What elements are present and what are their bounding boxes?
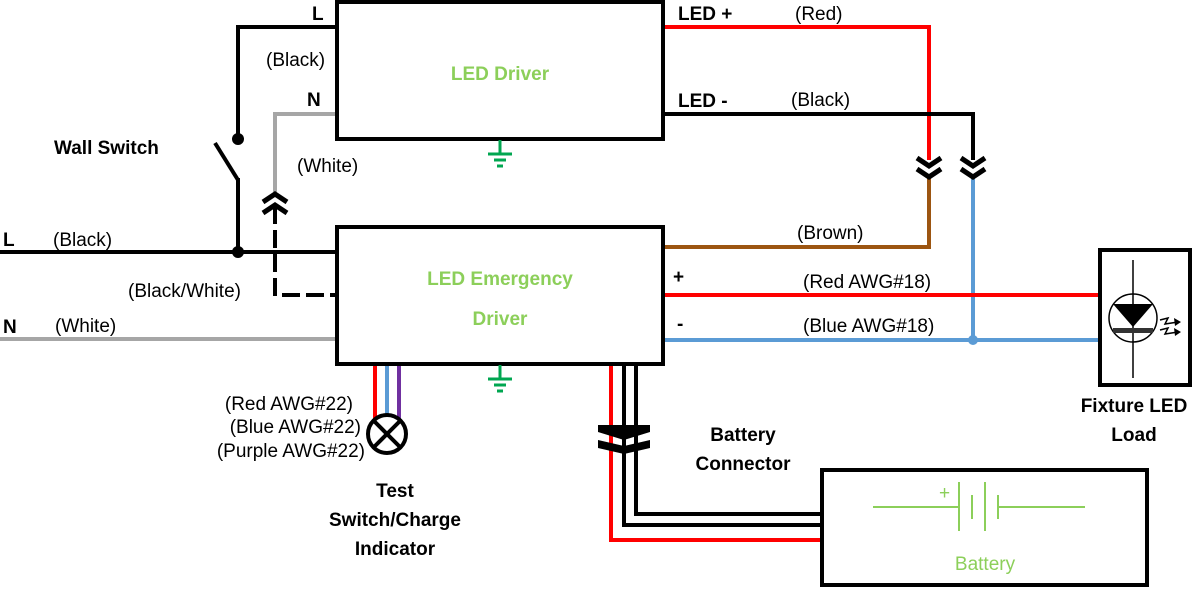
battery-connector-icon xyxy=(598,425,650,454)
emergency-driver-box xyxy=(335,225,665,366)
wire-battery-black-1 xyxy=(622,363,824,527)
wire-battery-black-2 xyxy=(634,363,824,516)
connector-black-white-icon xyxy=(261,190,289,216)
wire-label-led-black: (Black) xyxy=(791,90,850,111)
ground-icon-driver xyxy=(488,140,512,168)
terminal-driver-N: N xyxy=(307,90,321,111)
ground-icon-emergency xyxy=(488,365,512,393)
wire-label-driver-white: (White) xyxy=(297,156,358,177)
battery-connector-label-line1: Battery xyxy=(710,425,776,446)
wire-brown xyxy=(661,178,931,249)
battery-connector-label-line2: Connector xyxy=(696,454,792,475)
wire-led-minus-black xyxy=(661,112,975,160)
terminal-emergency-plus: + xyxy=(673,267,684,288)
wire-label-red-awg22: (Red AWG#22) xyxy=(225,394,353,415)
wire-driver-line-black xyxy=(236,25,339,141)
wire-label-red-awg18: (Red AWG#18) xyxy=(803,272,931,293)
junction-blue xyxy=(968,335,978,345)
wire-label-input-white: (White) xyxy=(55,316,116,337)
terminal-led-minus: LED - xyxy=(678,91,728,112)
terminal-led-plus: LED + xyxy=(678,4,732,25)
test-switch-label-line2: Switch/Charge xyxy=(329,510,461,531)
fixture-label-line1: Fixture LED xyxy=(1081,396,1188,417)
test-switch-label-line3: Indicator xyxy=(355,539,436,560)
terminal-driver-L: L xyxy=(312,4,324,25)
wire-label-brown: (Brown) xyxy=(797,223,864,244)
battery-label: Battery xyxy=(955,554,1016,575)
fixture-led-load-box xyxy=(1098,248,1192,387)
battery-plus-label: + xyxy=(939,483,950,504)
wire-label-input-black: (Black) xyxy=(53,230,112,251)
led-driver-box xyxy=(335,0,665,141)
wire-label-blue-awg22: (Blue AWG#22) xyxy=(230,417,361,438)
test-switch-label-line1: Test xyxy=(376,481,414,502)
connector-led-minus-icon xyxy=(959,155,987,181)
terminal-input-L: L xyxy=(3,230,15,251)
led-diode-icon xyxy=(1108,260,1181,378)
wall-switch-label: Wall Switch xyxy=(54,138,159,159)
emergency-driver-label-line1: LED Emergency xyxy=(427,269,573,290)
wire-label-led-red: (Red) xyxy=(795,4,843,25)
emergency-driver-label-line2: Driver xyxy=(473,309,529,330)
terminal-emergency-minus: - xyxy=(677,314,683,335)
wall-switch-blade xyxy=(213,141,240,182)
wire-driver-neutral-white xyxy=(273,112,339,192)
wire-label-driver-black: (Black) xyxy=(266,50,325,71)
connector-led-plus-icon xyxy=(915,155,943,181)
fixture-label-line2: Load xyxy=(1111,425,1156,446)
test-switch-indicator-icon xyxy=(366,413,408,455)
terminal-input-N: N xyxy=(3,317,17,338)
wire-label-black-white: (Black/White) xyxy=(128,281,241,302)
wire-label-blue-awg18: (Blue AWG#18) xyxy=(803,316,934,337)
wire-black-white-dashed xyxy=(273,206,339,297)
switch-contact-top xyxy=(232,133,244,145)
battery-cell-icon xyxy=(873,482,1085,531)
led-driver-label: LED Driver xyxy=(451,64,550,85)
wire-battery-red xyxy=(609,363,824,542)
junction-line xyxy=(232,246,244,258)
wire-label-purple-awg22: (Purple AWG#22) xyxy=(217,441,365,462)
